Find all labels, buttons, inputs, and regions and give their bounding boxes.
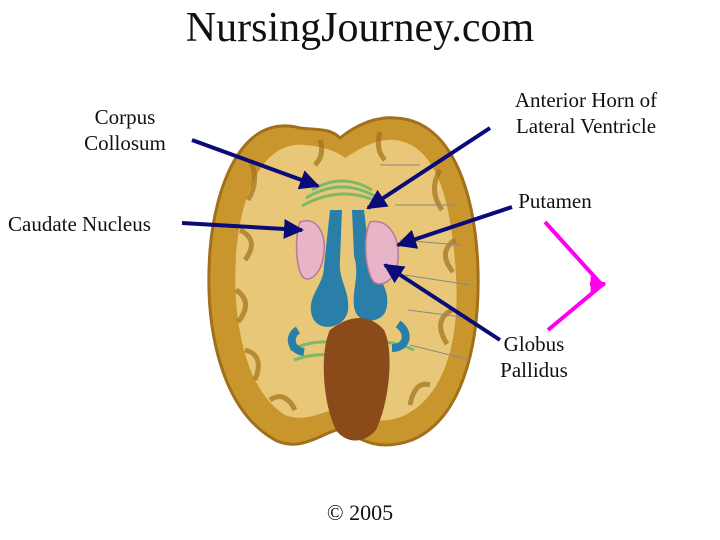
copyright-notice: © 2005 [326, 500, 394, 525]
bracket-basal-ganglia [543, 220, 605, 332]
arrow-globus-pallidus [383, 263, 502, 342]
label-putamen: Putamen [518, 189, 592, 213]
label-anterior-horn: Anterior Horn of Lateral Ventricle [498, 87, 674, 139]
ventricle-left [310, 210, 349, 327]
label-anterior-horn-line2: Lateral Ventricle [515, 114, 657, 138]
arrow-putamen [396, 205, 513, 249]
arrow-caudate-nucleus [181, 218, 304, 239]
arrow-corpus-collosum [191, 138, 320, 190]
label-corpus-collosum: Corpus Collosum [60, 104, 190, 156]
midbrain [323, 318, 390, 441]
brain-section [207, 116, 480, 447]
page-title: NursingJourney.com [185, 5, 535, 51]
label-corpus-collosum-line1: Corpus [94, 105, 156, 129]
label-corpus-collosum-line2: Collosum [84, 131, 166, 155]
arrow-anterior-horn [366, 126, 492, 210]
pointer-arrows [181, 126, 607, 342]
label-anterior-horn-line1: Anterior Horn of [514, 88, 658, 112]
label-globus-pallidus-line1: Globus [503, 332, 565, 356]
label-globus-pallidus-line2: Pallidus [500, 358, 568, 382]
label-globus-pallidus: Globus Pallidus [484, 331, 584, 383]
label-caudate-nucleus: Caudate Nucleus [8, 212, 151, 236]
